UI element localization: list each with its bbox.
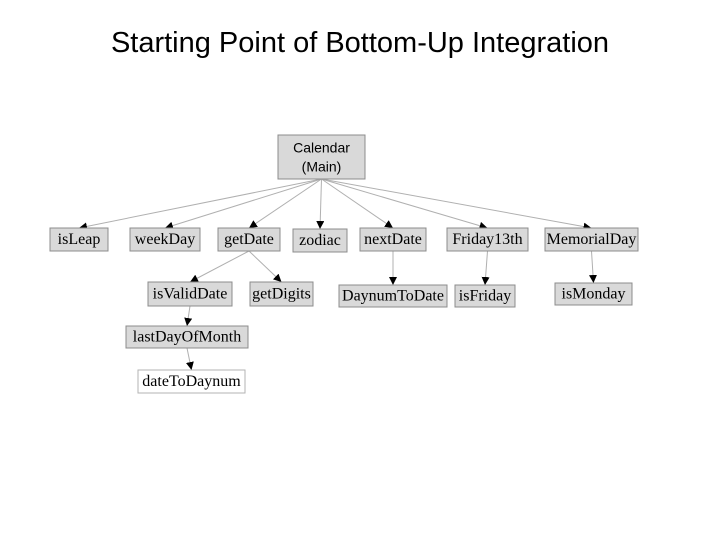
edge-isValidDate-lastDayOfMonth [184, 305, 193, 327]
node-zodiac: zodiac [292, 228, 348, 253]
node-label: Calendar [293, 140, 350, 156]
node-label: dateToDaynum [142, 373, 241, 390]
node-calendar: Calendar (Main) [277, 134, 366, 180]
edge-calendar-zodiac [316, 178, 325, 230]
node-box [338, 284, 448, 308]
edge-calendar-MemorialDay [321, 178, 592, 231]
node-box [277, 134, 366, 180]
node-lastDayOfMonth: lastDayOfMonth [125, 325, 249, 349]
node-isValidDate: isValidDate [147, 281, 233, 307]
node-nextDate: nextDate [359, 227, 427, 252]
node-getDigits: getDigits [249, 281, 314, 307]
node-box [554, 282, 633, 306]
node-box [137, 369, 246, 394]
node-label: getDate [224, 231, 274, 248]
edge-calendar-Friday13th [321, 178, 488, 230]
edge-calendar-nextDate [321, 178, 394, 229]
edge-calendar-getDate [248, 178, 322, 229]
node-label: isFriday [459, 288, 511, 305]
node-isFriday: isFriday [454, 284, 516, 308]
node-label: zodiac [299, 232, 341, 249]
edge-Friday13th-isFriday [481, 250, 490, 286]
node-isMonday: isMonday [554, 282, 633, 306]
node-box [292, 228, 348, 253]
node-DaynumToDate: DaynumToDate [338, 284, 448, 308]
edge-calendar-weekDay [164, 178, 322, 230]
node-label: MemorialDay [547, 231, 637, 248]
node-box [454, 284, 516, 308]
node-getDate: getDate [217, 227, 281, 252]
node-label: isLeap [58, 231, 101, 248]
node-box [249, 281, 314, 307]
node-box [359, 227, 427, 252]
node-box [544, 227, 639, 252]
node-weekDay: weekDay [129, 227, 201, 252]
page-title: Starting Point of Bottom-Up Integration [110, 27, 610, 59]
node-box [217, 227, 281, 252]
node-label: nextDate [364, 231, 422, 248]
node-label: DaynumToDate [342, 288, 444, 305]
edge-getDate-getDigits [248, 250, 282, 283]
node-box [147, 281, 233, 307]
node-label: (Main) [302, 159, 342, 175]
edge-lastDayOfMonth-dateToDaynum [185, 347, 194, 371]
node-box [125, 325, 249, 349]
node-label: Friday13th [452, 231, 522, 248]
node-dateToDaynum: dateToDaynum [137, 369, 246, 394]
node-box [129, 227, 201, 252]
node-MemorialDay: MemorialDay [544, 227, 639, 252]
node-Friday13th: Friday13th [446, 227, 529, 252]
node-box [446, 227, 529, 252]
edge-MemorialDay-isMonday [589, 250, 597, 284]
node-label: lastDayOfMonth [133, 329, 241, 346]
node-label: isMonday [562, 286, 626, 303]
node-label: isValidDate [153, 286, 228, 303]
node-label: getDigits [252, 286, 311, 303]
edge-getDate-isValidDate [189, 250, 250, 283]
node-box [49, 227, 109, 252]
edge-calendar-isLeap [78, 178, 322, 231]
node-label: weekDay [135, 231, 195, 248]
node-isLeap: isLeap [49, 227, 109, 252]
